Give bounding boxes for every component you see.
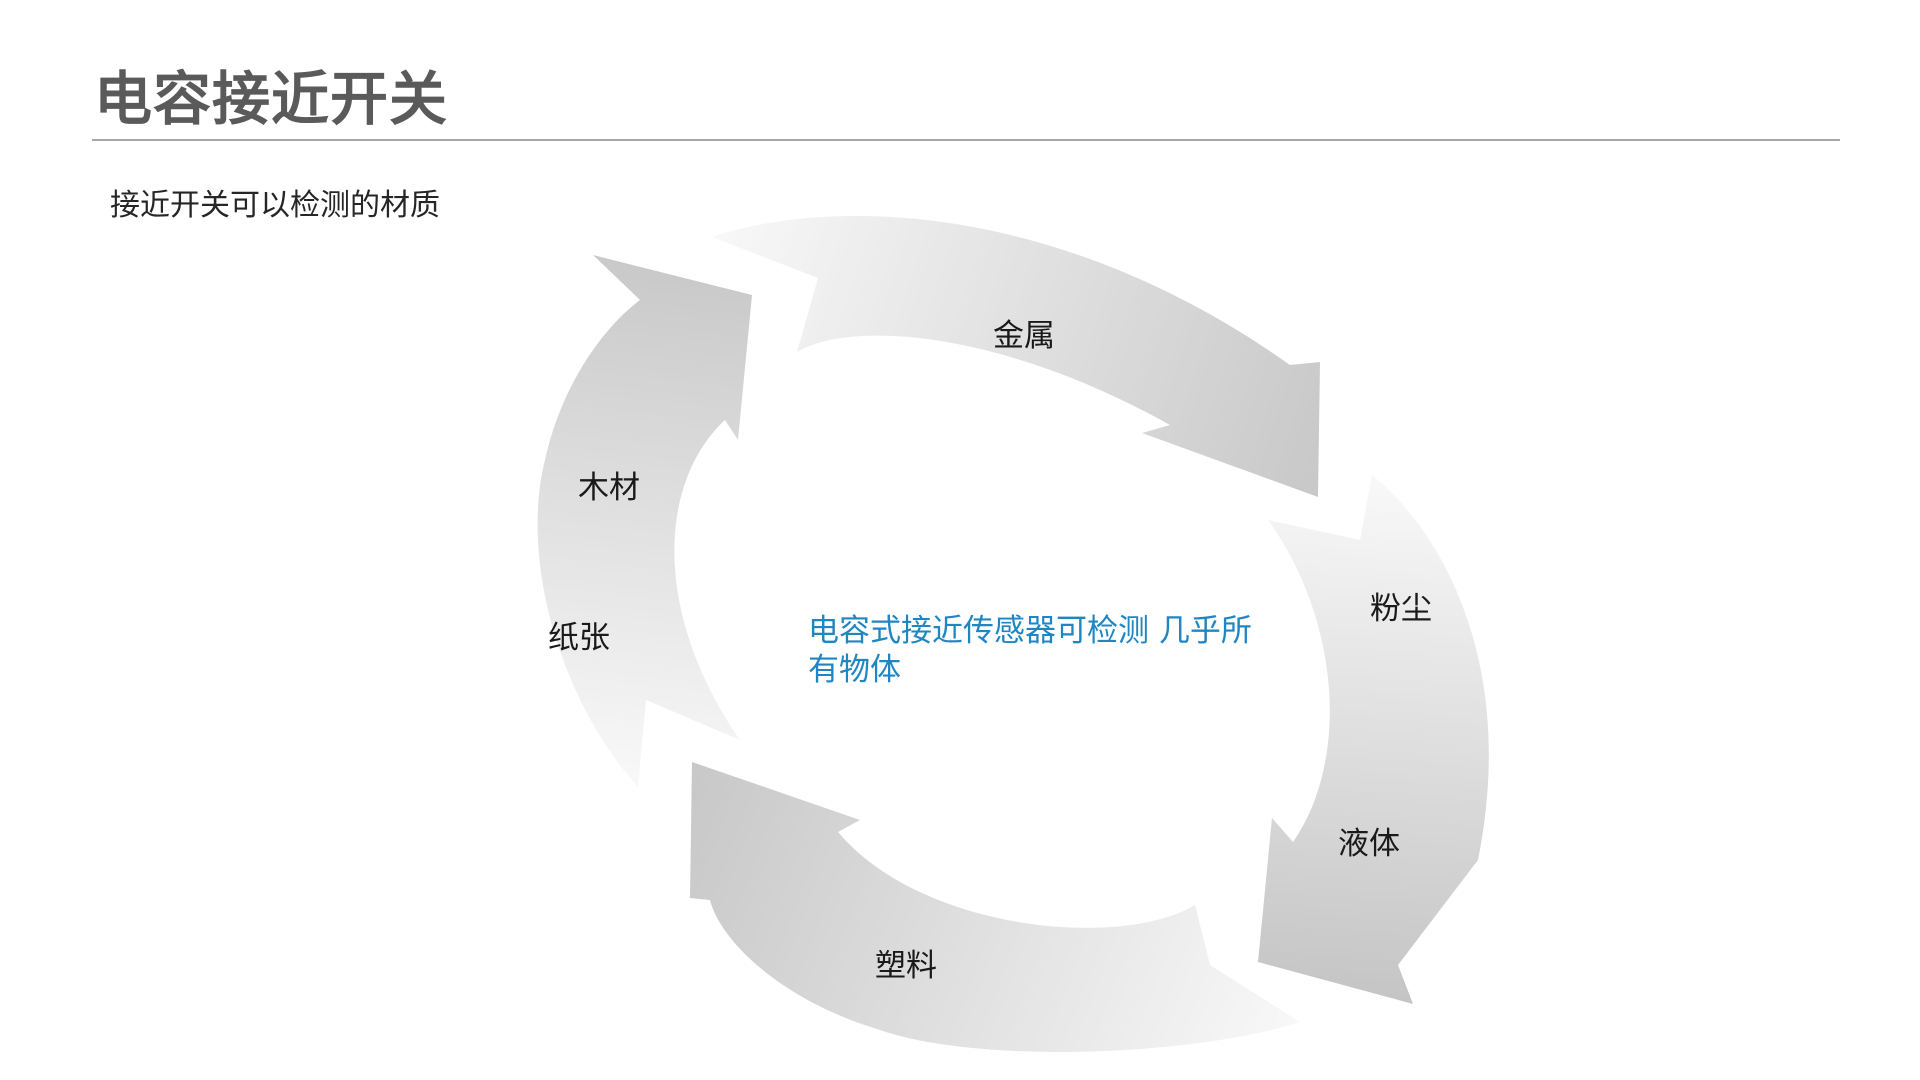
center-description: 电容式接近传感器可检测 几乎所有物体 <box>808 613 1252 688</box>
label-wood: 木材 <box>578 470 640 506</box>
page-title: 电容接近开关 <box>94 65 449 133</box>
page-subtitle: 接近开关可以检测的材质 <box>110 188 440 223</box>
title-divider <box>92 139 1840 141</box>
arrow-right <box>1258 475 1489 1004</box>
arrow-top <box>712 215 1320 497</box>
label-dust: 粉尘 <box>1370 591 1432 627</box>
label-paper: 纸张 <box>548 620 610 656</box>
label-metal: 金属 <box>993 318 1055 354</box>
arrow-bottom <box>690 762 1300 1052</box>
label-liquid: 液体 <box>1338 826 1400 862</box>
label-plastic: 塑料 <box>875 948 937 984</box>
arrow-left <box>537 255 752 787</box>
